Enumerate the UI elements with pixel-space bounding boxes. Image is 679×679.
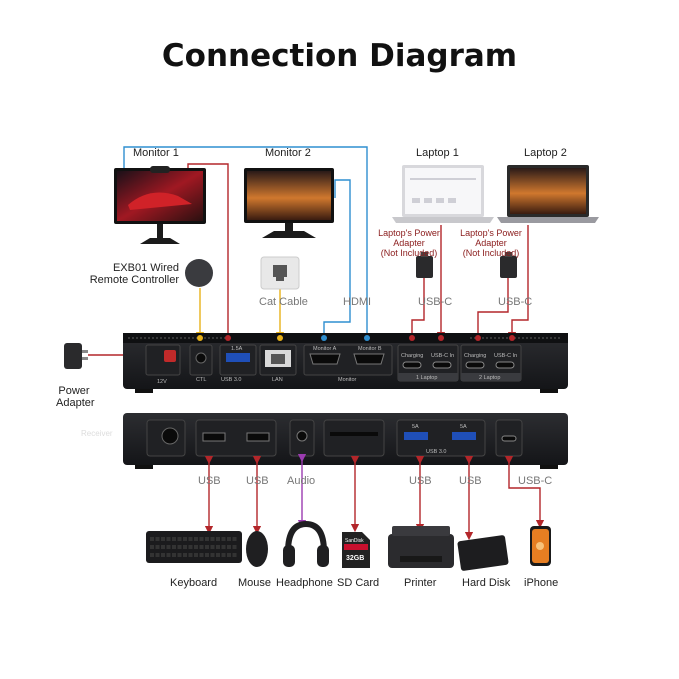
iphone-image <box>530 526 551 566</box>
keyboard-label: Keyboard <box>170 577 218 589</box>
adapter-note-line3: (Not Included) <box>462 248 520 258</box>
laptop1-label: Laptop 1 <box>416 147 459 159</box>
iphone-label: iPhone <box>524 577 559 589</box>
usb30-rear-label: USB 3.0 <box>221 377 241 383</box>
monitor1-image <box>114 166 206 244</box>
laptop1-adapter-note: Laptop's Power Adapter (Not Included) <box>374 228 444 258</box>
receiver-label: Receiver <box>81 429 113 438</box>
adapter-note-line1: Laptop's Power <box>378 228 440 238</box>
conn-usb4-label: USB <box>459 475 482 487</box>
cat-cable-image <box>260 256 300 290</box>
adapter-note-line3: (Not Included) <box>380 248 438 258</box>
dock-front-panel: Receiver 5A 5A USB 3.0 <box>81 413 568 469</box>
laptop1-tag: 1 Laptop <box>416 375 437 381</box>
power-adapter-label: Power Adapter <box>56 385 95 409</box>
hdmi-label: HDMI <box>343 296 372 308</box>
adapter-note-line1: Laptop's Power <box>460 228 522 238</box>
bottom-cables <box>204 453 545 541</box>
hdmi-cable-monitor2 <box>323 179 351 336</box>
laptop1-power-adapter-image <box>416 252 433 278</box>
page-title: Connection Diagram <box>161 38 518 74</box>
monitor2-label: Monitor 2 <box>265 147 311 159</box>
printer-label: Printer <box>404 577 437 589</box>
sd-card-image: SanDisk 32GB <box>342 532 370 568</box>
usb-amp-label: 1.5A <box>231 346 243 352</box>
headphone-image <box>283 520 329 567</box>
power-adapter-line1: Power <box>58 385 90 397</box>
remote-label-line2: Remote Controller <box>89 274 179 286</box>
conn-usb2-label: USB <box>246 475 269 487</box>
usbc-in2-label: USB-C In <box>494 353 517 359</box>
power-adapter-line2: Adapter <box>56 397 95 409</box>
dock-rear-panel: 12V CTL 1.5A USB 3.0 LAN Monitor A Monit… <box>123 333 568 393</box>
laptop2-label: Laptop 2 <box>524 147 567 159</box>
laptop1-power-cable <box>411 278 425 336</box>
monitor2-image <box>244 168 334 238</box>
headphone-label: Headphone <box>276 577 333 589</box>
sd-size: 32GB <box>346 555 364 562</box>
monitor-b-label: Monitor B <box>358 346 382 352</box>
rear-connection-dots <box>197 335 515 341</box>
dc-label: 12V <box>157 379 167 385</box>
laptop2-usbc-cable <box>507 225 529 341</box>
laptop2-tag: 2 Laptop <box>479 375 500 381</box>
monitor-label: Monitor <box>338 377 357 383</box>
remote-controller-image <box>185 259 213 287</box>
sd-brand: SanDisk <box>345 538 364 544</box>
usbc-laptop2-label: USB-C <box>498 296 533 308</box>
conn-audio-label: Audio <box>287 475 316 487</box>
ctl-label: CTL <box>196 377 206 383</box>
sd-card-label: SD Card <box>337 577 380 589</box>
charging2-label: Charging <box>464 353 486 359</box>
usb30-front-label: USB 3.0 <box>426 449 446 455</box>
conn-usb1-label: USB <box>198 475 221 487</box>
conn-usbc-label: USB-C <box>518 475 553 487</box>
keyboard-image <box>146 531 242 563</box>
usbc-laptop1-label: USB-C <box>418 296 453 308</box>
mouse-label: Mouse <box>238 577 272 589</box>
adapter-note-line2: Adapter <box>393 238 425 248</box>
printer-image <box>388 526 454 568</box>
cat-cable-label: Cat Cable <box>259 296 308 308</box>
usbc-in1-label: USB-C In <box>431 353 454 359</box>
laptop2-power-adapter-image <box>500 252 517 278</box>
laptop2-adapter-note: Laptop's Power Adapter (Not Included) <box>456 228 526 258</box>
power-adapter-image <box>64 343 88 369</box>
laptop1-image <box>392 165 494 223</box>
laptop2-image <box>497 165 599 223</box>
adapter-note-line2: Adapter <box>475 238 507 248</box>
hard-disk-image <box>457 535 509 571</box>
usb-5a-label-1: 5A <box>412 424 419 430</box>
mouse-image <box>246 531 268 567</box>
conn-usb3-label: USB <box>409 475 432 487</box>
monitor1-label: Monitor 1 <box>133 147 179 159</box>
hard-disk-label: Hard Disk <box>462 577 511 589</box>
lan-label: LAN <box>272 377 283 383</box>
charging1-label: Charging <box>401 353 423 359</box>
usb-5a-label-2: 5A <box>460 424 467 430</box>
monitor-a-label: Monitor A <box>313 346 337 352</box>
laptop2-power-cable <box>477 278 509 336</box>
remote-label-line1: EXB01 Wired <box>112 262 179 274</box>
